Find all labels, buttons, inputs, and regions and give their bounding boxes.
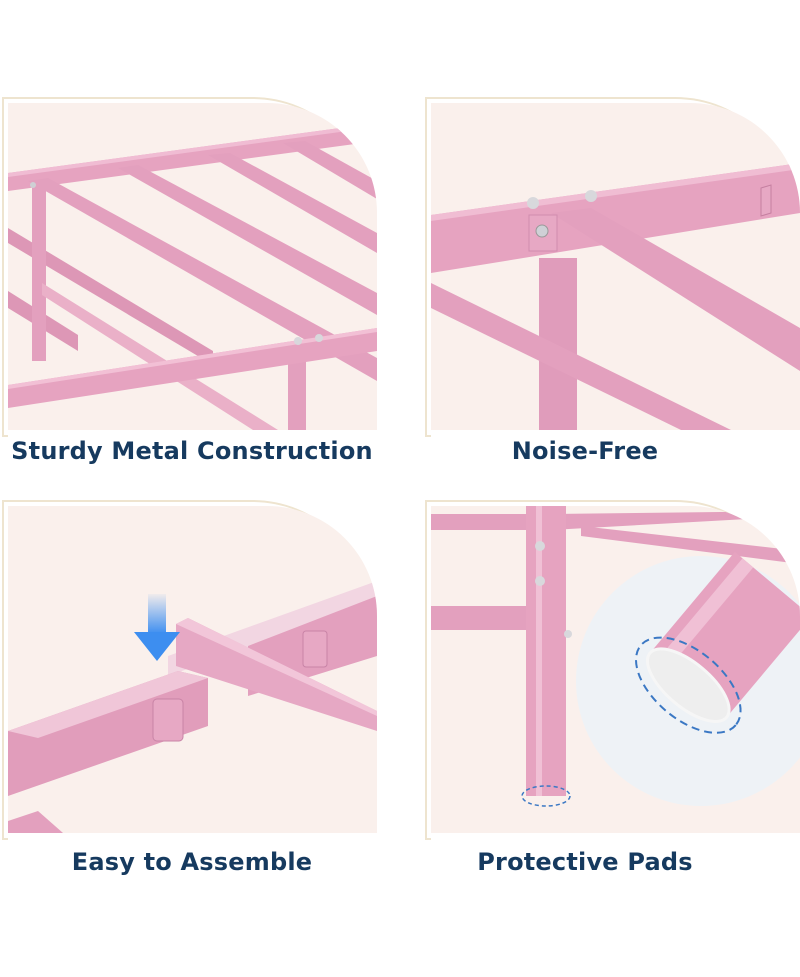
pads-illustration	[431, 506, 800, 807]
panel-frame	[425, 500, 795, 840]
feature-caption: Easy to Assemble	[71, 848, 313, 876]
protective-pads-image	[431, 506, 800, 833]
bed-frame-slats-image	[8, 103, 377, 430]
joint-illustration	[431, 163, 800, 430]
assembly-illustration	[8, 581, 377, 833]
feature-panel-easy-to-assemble: Easy to Assemble	[2, 500, 382, 905]
feature-panel-protective-pads: Protective Pads	[425, 500, 800, 905]
feature-caption: Protective Pads	[477, 848, 693, 876]
panel-frame	[2, 97, 372, 437]
feature-caption: Sturdy Metal Construction	[11, 437, 373, 465]
dashed-circle-icon	[521, 785, 571, 807]
feature-panel-noise-free: Noise-Free	[425, 97, 800, 502]
feature-caption: Noise-Free	[511, 437, 659, 465]
bed-frame-illustration	[8, 123, 377, 430]
panel-frame	[2, 500, 372, 840]
assembly-image	[8, 506, 377, 833]
leg-closeup	[635, 551, 800, 734]
feature-panel-sturdy-metal-construction: Sturdy Metal Construction	[2, 97, 382, 502]
panel-frame	[425, 97, 795, 437]
arrow-down-icon	[134, 594, 180, 661]
bed-frame-joint-image	[431, 103, 800, 430]
